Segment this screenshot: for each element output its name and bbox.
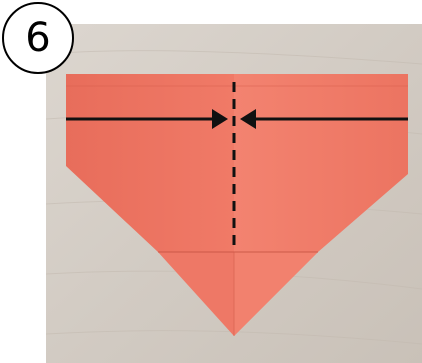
right-arrow-icon [66, 109, 228, 129]
step-number-badge: 6 [2, 2, 74, 74]
origami-photo [46, 24, 422, 363]
left-arrow-icon [240, 109, 408, 129]
